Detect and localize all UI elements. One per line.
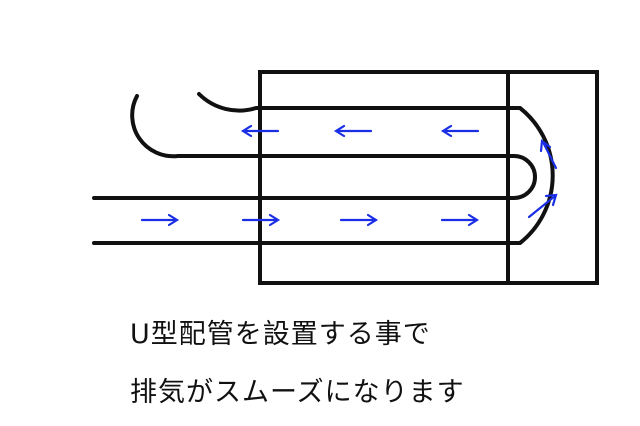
arrow-right-1 xyxy=(140,213,180,227)
arrow-right-4 xyxy=(440,213,480,227)
pipe-outer-wall xyxy=(92,92,555,245)
arrow-bend-lower xyxy=(527,193,558,219)
caption-line-1: U型配管を設置する事で xyxy=(130,319,431,350)
housing-outline xyxy=(258,70,599,285)
pipe-inner-wall xyxy=(92,94,537,200)
arrow-left-1 xyxy=(240,124,280,138)
arrow-right-2 xyxy=(241,213,281,227)
arrow-left-3 xyxy=(440,124,480,138)
arrow-right-3 xyxy=(339,213,379,227)
flow-arrows xyxy=(140,124,558,227)
housing-box xyxy=(258,70,599,285)
arrow-left-2 xyxy=(333,124,373,138)
u-pipe xyxy=(92,92,555,245)
arrow-bend-upper xyxy=(539,138,558,170)
u-pipe-diagram xyxy=(92,70,599,285)
caption-line-2: 排気がスムーズになります xyxy=(130,377,465,408)
